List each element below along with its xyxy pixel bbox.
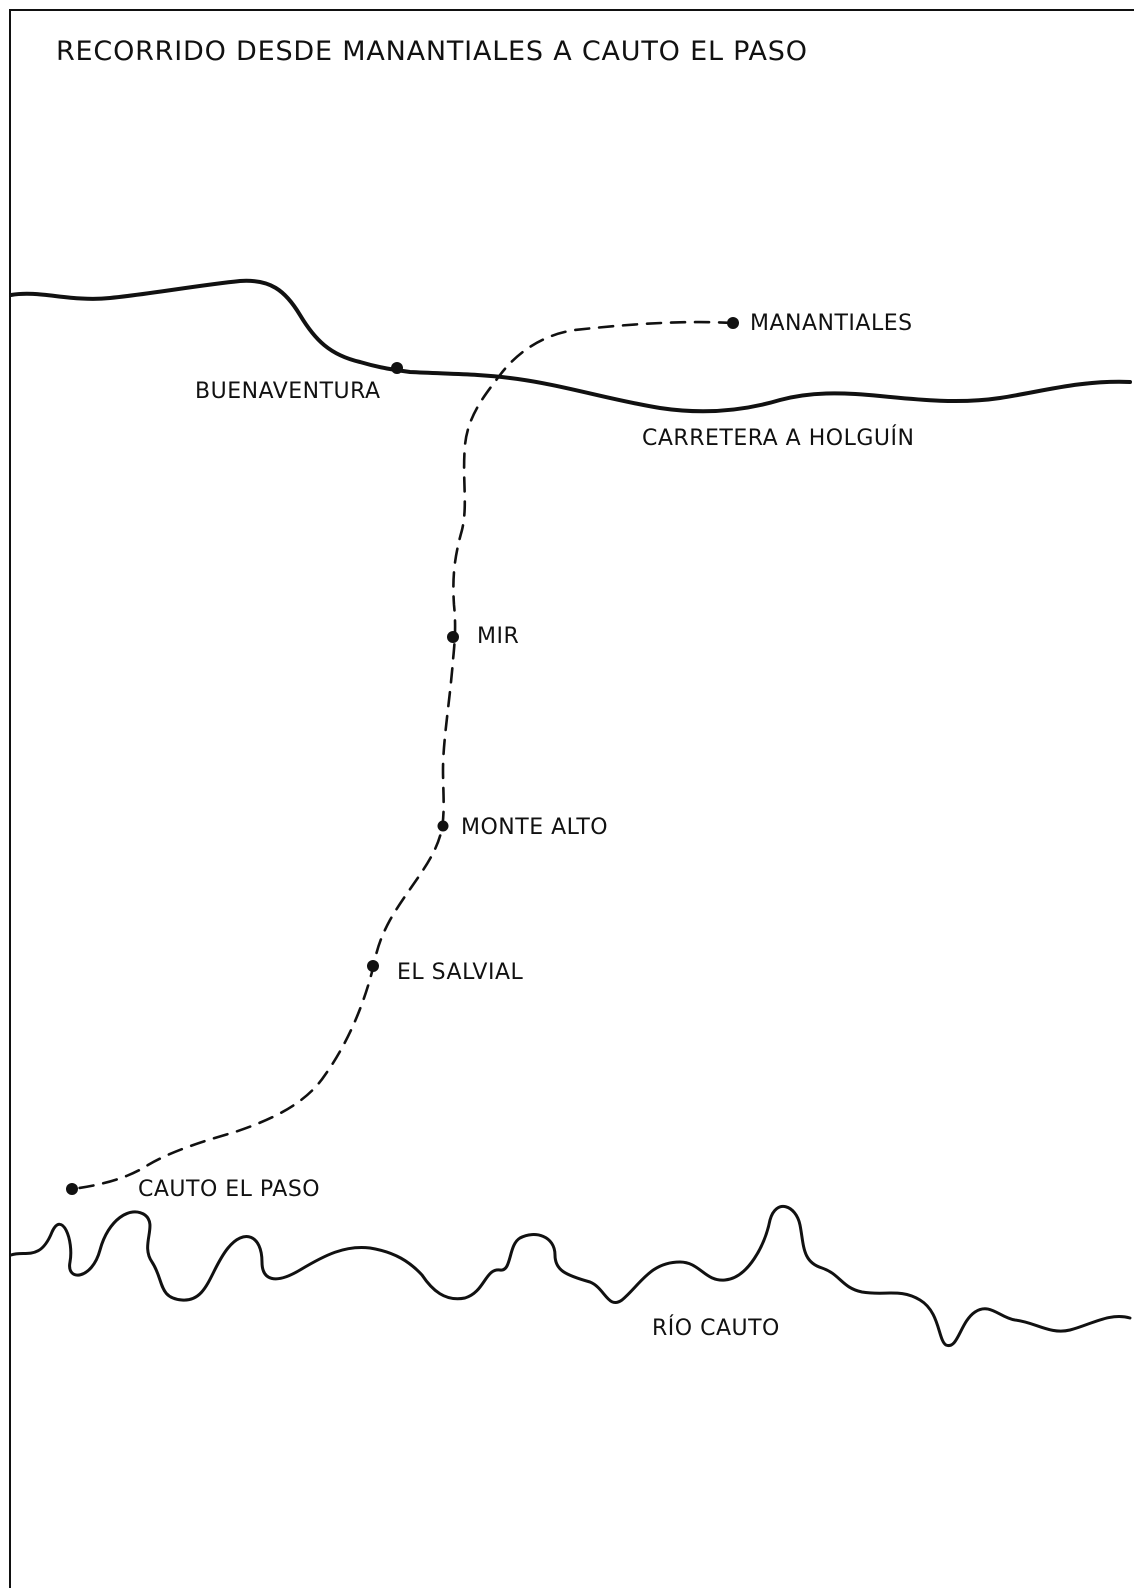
label-carretera-a-holguin: CARRETERA A HOLGUÍN — [642, 425, 914, 451]
route-path — [70, 320, 735, 1191]
river-rio-cauto — [9, 1204, 1132, 1347]
label-manantiales: MANANTIALES — [750, 311, 913, 336]
dot-monte-alto[interactable] — [437, 820, 449, 832]
dot-manantiales[interactable] — [727, 317, 739, 329]
map-title: RECORRIDO DESDE MANANTIALES A CAUTO EL P… — [56, 36, 808, 67]
label-mir: MIR — [477, 624, 519, 649]
road-carretera-a-holguin — [9, 278, 1132, 414]
label-rio-cauto: RÍO CAUTO — [652, 1315, 780, 1341]
dot-cauto-el-paso[interactable] — [66, 1183, 78, 1195]
label-el-salvial: EL SALVIAL — [397, 960, 524, 985]
dot-buenaventura[interactable] — [391, 362, 403, 374]
label-buenaventura: BUENAVENTURA — [195, 379, 381, 404]
map-frame — [9, 9, 1134, 1588]
label-cauto-el-paso: CAUTO EL PASO — [138, 1177, 320, 1202]
dot-el-salvial[interactable] — [367, 960, 379, 972]
label-monte-alto: MONTE ALTO — [461, 815, 608, 840]
dot-mir[interactable] — [447, 631, 459, 643]
